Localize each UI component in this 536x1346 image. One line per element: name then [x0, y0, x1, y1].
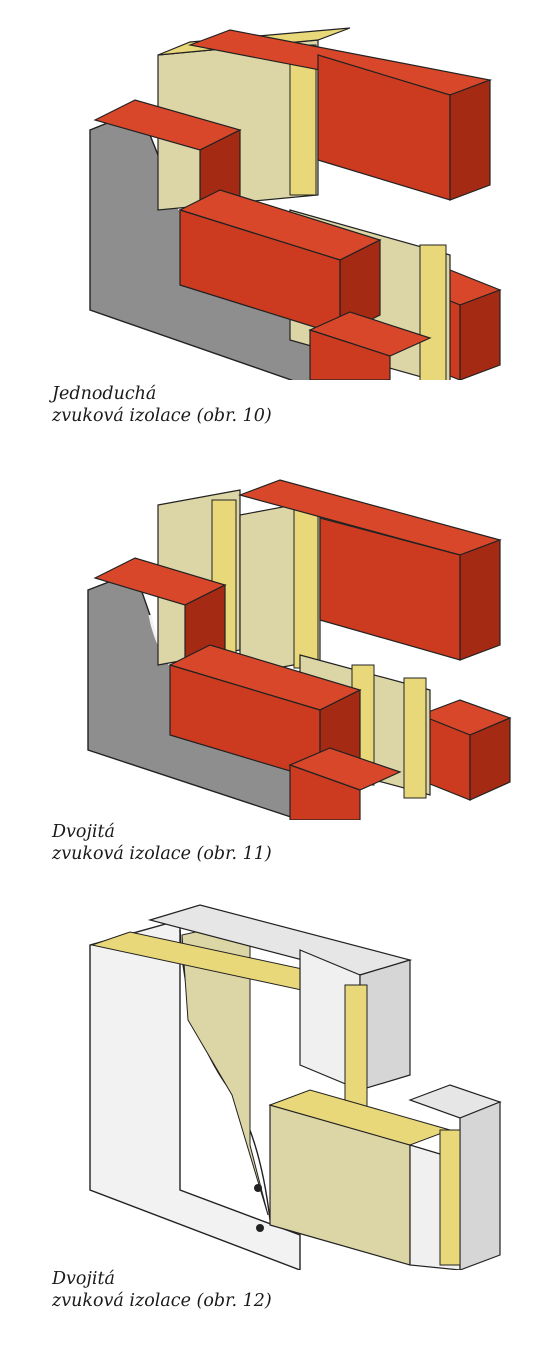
wall-section-diagram-3 — [89, 904, 502, 1270]
figure-caption-2: Dvojitá zvuková izolace (obr. 11) — [52, 821, 272, 865]
brick-right-lower-side — [459, 289, 501, 380]
screw-icon — [254, 1184, 262, 1192]
brick-back-side — [459, 539, 501, 661]
insulation-fiber-2 — [293, 507, 319, 669]
brick-bottom-front — [289, 764, 361, 820]
figure-double-insulation-aerated: Dvojitá zvuková izolace (obr. 12) — [0, 890, 536, 1330]
figure-double-insulation-brick: Dvojitá zvuková izolace (obr. 11) — [0, 460, 536, 880]
brick-mid-side — [339, 239, 381, 336]
caption-1-line-2: zvuková izolace (obr. 10) — [52, 406, 272, 426]
screw-icon — [256, 1224, 264, 1232]
insulation-front-fiber-2 — [403, 677, 427, 799]
brick-right-lower-side — [469, 717, 511, 801]
figure-single-insulation: Jednoduchá zvuková izolace (obr. 10) — [0, 0, 536, 440]
insulation-front-fiber — [439, 1129, 461, 1266]
figure-caption-3: Dvojitá zvuková izolace (obr. 12) — [52, 1268, 272, 1312]
insulation-front-fiber — [419, 244, 447, 380]
caption-3-line-1: Dvojitá — [52, 1269, 115, 1289]
brick-back-side — [449, 79, 491, 201]
caption-1-line-1: Jednoduchá — [52, 384, 157, 404]
wall-section-diagram-1 — [89, 27, 502, 380]
insulation-fiber-edge — [289, 44, 317, 196]
caption-2-line-1: Dvojitá — [52, 822, 115, 842]
wall-section-diagram-2 — [87, 479, 512, 820]
brick-bottom-front — [309, 329, 391, 380]
caption-2-line-2: zvuková izolace (obr. 11) — [52, 844, 272, 864]
figure-caption-1: Jednoduchá zvuková izolace (obr. 10) — [52, 383, 272, 427]
caption-3-line-2: zvuková izolace (obr. 12) — [52, 1291, 272, 1311]
aerated-block-front-side — [459, 1101, 501, 1270]
